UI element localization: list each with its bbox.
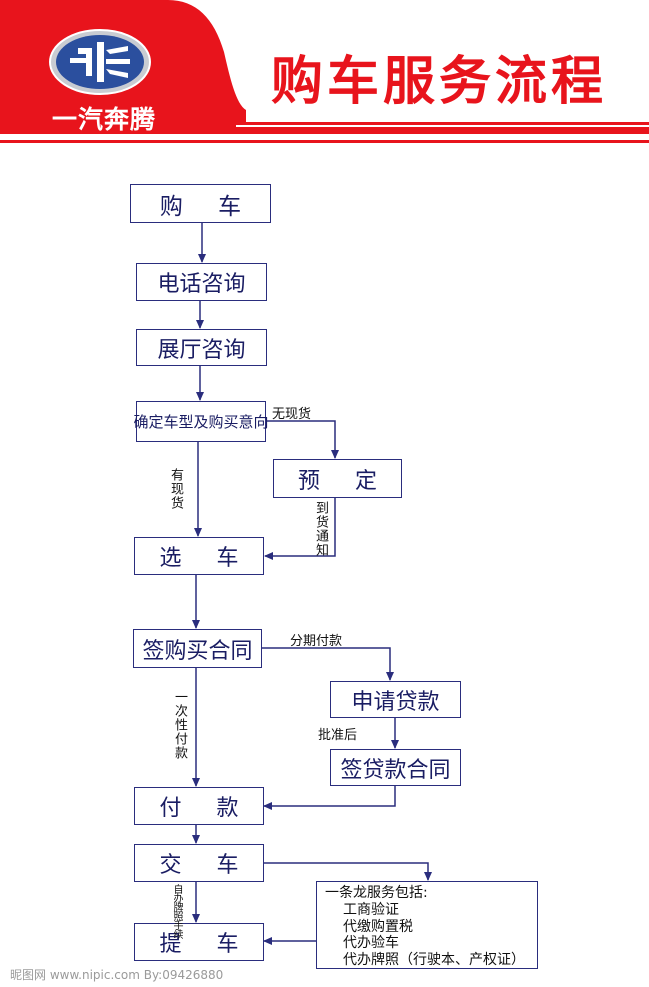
label-full-payment: 一次性付款 <box>172 690 187 760</box>
step-apply-loan: 申请贷款 <box>330 681 461 718</box>
watermark: 昵图网 www.nipic.com By:09426880 <box>10 968 224 982</box>
label-in-stock: 有现货 <box>168 468 183 510</box>
arrow-reserve-to-select <box>264 498 336 560</box>
service-item: 工商验证 <box>343 902 399 918</box>
step-reserve: 预 定 <box>273 459 402 498</box>
step-pickup: 提 车 <box>134 923 264 961</box>
brand-name: 一汽奔腾 <box>51 105 156 134</box>
service-note: 一条龙服务包括: 工商验证 代缴购置税 代办验车 代办牌照（行驶本、产权证） <box>316 881 538 969</box>
step-confirm-model: 确定车型及购买意向 <box>134 401 269 442</box>
arrow-contract-to-loan <box>262 647 394 681</box>
arrow-loan-contract-to-payment <box>263 786 396 810</box>
label-installment: 分期付款 <box>290 634 343 649</box>
label-after-approval: 批准后 <box>318 728 358 743</box>
step-showroom-consult: 展厅咨询 <box>136 329 267 366</box>
label-no-stock: 无现货 <box>272 407 312 422</box>
step-sign-loan-contract: 签贷款合同 <box>330 749 461 786</box>
step-sign-contract: 签购买合同 <box>133 629 262 668</box>
service-item: 代办验车 <box>343 935 399 951</box>
page-title: 购车服务流程 <box>270 52 607 112</box>
label-arrival-notice: 到货通知 <box>313 501 328 557</box>
step-select-car: 选 车 <box>134 537 264 575</box>
step-payment: 付 款 <box>134 787 264 825</box>
step-delivery: 交 车 <box>134 844 264 882</box>
step-buy: 购 车 <box>130 184 271 223</box>
arrow-delivery-to-service <box>264 862 432 881</box>
label-self-plates: 自办牌照手续 <box>171 884 182 938</box>
service-note-title: 一条龙服务包括: <box>325 885 428 901</box>
faw-logo-icon <box>49 29 151 95</box>
service-item: 代办牌照（行驶本、产权证） <box>343 951 525 968</box>
service-item: 代缴购置税 <box>343 918 413 935</box>
step-phone-consult: 电话咨询 <box>136 263 267 301</box>
arrow-confirm-to-reserve <box>266 420 339 459</box>
